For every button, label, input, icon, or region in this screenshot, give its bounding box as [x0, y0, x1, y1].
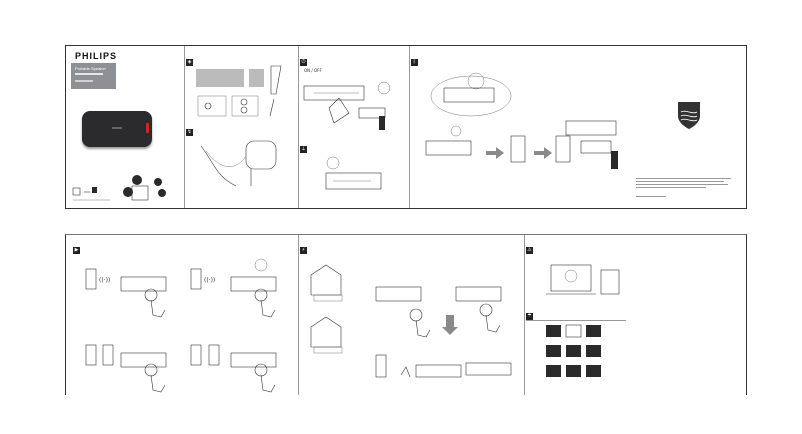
pairing-indicator-2: ((·)) — [204, 277, 215, 284]
quick-start-sheet-bottom: ▶ ((·)) ((·)) ⚡ — [65, 234, 747, 395]
box-contents-diagram — [196, 65, 282, 117]
environment-icons-grid — [546, 324, 601, 377]
power-on-diagram: ON / OFF — [303, 68, 391, 130]
play-pause-diagram: ((·)) ((·)) — [85, 258, 277, 393]
product-label-box: Portable Speaker — [71, 63, 116, 89]
laptop-diagram — [546, 264, 620, 295]
section-safety-icon: ⚠ — [526, 247, 533, 254]
svg-text:ON / OFF: ON / OFF — [304, 68, 322, 73]
section-box-icon: ◈ — [186, 59, 193, 66]
section-power-icon: ⏻ — [300, 59, 307, 66]
section-environment-icon: ☂ — [526, 313, 533, 320]
speaker-image — [82, 111, 152, 147]
section-usb-icon: ⚡ — [300, 247, 307, 254]
bluetooth-pairing-diagram — [425, 72, 618, 169]
usb-charge-diagram — [310, 264, 512, 378]
cover-panel: PHILIPS Portable Speaker — [66, 46, 181, 208]
aux-diagram — [325, 156, 382, 190]
legal-text-block — [636, 176, 736, 197]
pairing-indicator-1: ((·)) — [99, 277, 110, 284]
speaker-logo — [112, 127, 122, 129]
section-aux-icon: ⟂ — [300, 146, 307, 153]
brand-wordmark: PHILIPS — [75, 51, 118, 61]
section-play-icon: ▶ — [73, 247, 80, 254]
speaker-accent-strip — [146, 123, 149, 133]
philips-shield-logo — [678, 102, 700, 129]
section-bluetooth-icon: ᛒ — [411, 59, 418, 66]
feature-icons — [72, 175, 166, 201]
section-charge-icon: ↯ — [186, 129, 193, 136]
charging-diagram — [200, 140, 277, 187]
quick-start-sheet-top: PHILIPS Portable Speaker ◈ — [65, 45, 747, 209]
product-tagline: Portable Speaker — [75, 66, 106, 71]
